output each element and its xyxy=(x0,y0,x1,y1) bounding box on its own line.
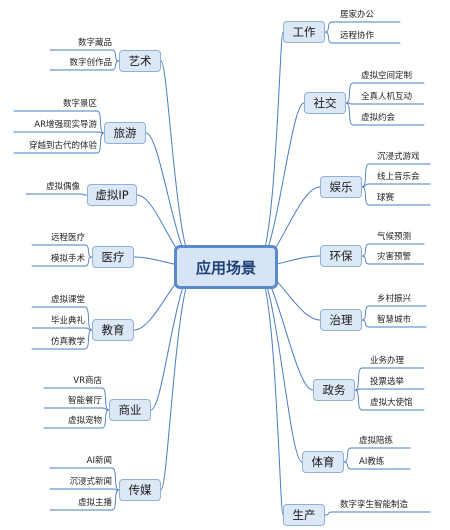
leaf-item-media: 虚拟主播 xyxy=(77,498,112,508)
connector-line xyxy=(343,461,411,470)
leaf-item-environment: 灾害预警 xyxy=(377,252,412,262)
connector-line xyxy=(49,488,120,491)
connector-line xyxy=(354,389,425,411)
connector-line xyxy=(31,306,93,331)
connector-line xyxy=(361,255,425,265)
connector-line xyxy=(255,102,305,268)
branch-node-commerce: 商业 xyxy=(109,399,151,421)
connector-line xyxy=(361,163,431,188)
leaf-item-media: 沉浸式新闻 xyxy=(69,477,112,487)
leaf-item-work: 居家办公 xyxy=(340,10,375,20)
connector-line xyxy=(255,266,303,463)
connector-line xyxy=(13,131,105,134)
branch-node-work: 工作 xyxy=(283,21,325,43)
leaf-item-tourism: AR增强现实导游 xyxy=(34,120,97,130)
leaf-item-commerce: 虚拟宠物 xyxy=(67,416,102,426)
connector-line xyxy=(324,511,431,516)
connector-line xyxy=(361,305,427,321)
leaf-item-sports: 虚拟陪练 xyxy=(359,436,394,446)
leaf-item-social: 全真人机互动 xyxy=(361,92,413,102)
connector-line xyxy=(31,327,93,331)
leaf-item-social: 虚拟空间定制 xyxy=(361,71,413,81)
connector-line xyxy=(255,266,284,516)
connector-line xyxy=(354,388,425,391)
connector-line xyxy=(324,21,401,33)
connector-line xyxy=(31,256,93,267)
connector-line xyxy=(43,407,110,411)
branch-node-medical: 医疗 xyxy=(92,246,134,268)
leaf-item-virtual-ip: 虚拟偶像 xyxy=(45,182,80,192)
leaf-item-tourism: 数字景区 xyxy=(62,99,97,109)
leaf-item-entertainment: 球赛 xyxy=(377,193,395,203)
leaf-item-government: 虚拟大使馆 xyxy=(370,398,413,408)
connector-line xyxy=(361,183,431,188)
connector-line xyxy=(361,186,431,206)
connector-line xyxy=(43,409,110,429)
branch-node-media: 传媒 xyxy=(119,479,161,501)
connector-line xyxy=(13,132,105,154)
leaf-item-medical: 远程医疗 xyxy=(50,233,85,243)
leaf-item-social: 虚拟约会 xyxy=(361,113,396,123)
connector-line xyxy=(345,102,425,105)
leaf-item-education: 虚拟课堂 xyxy=(50,295,85,305)
connector-line xyxy=(255,31,284,268)
leaf-item-medical: 模拟手术 xyxy=(50,254,85,264)
connector-line xyxy=(31,244,93,258)
center-node: 应用场景 xyxy=(174,245,278,289)
connector-line xyxy=(361,319,427,328)
leaf-item-governance: 乡村振兴 xyxy=(377,294,412,304)
leaf-item-commerce: 智能餐厅 xyxy=(67,396,102,406)
branch-node-governance: 治理 xyxy=(320,309,362,331)
branch-node-art: 艺术 xyxy=(119,50,161,72)
branch-node-entertainment: 娱乐 xyxy=(320,176,362,198)
leaf-item-education: 毕业典礼 xyxy=(50,316,85,326)
connector-line xyxy=(361,243,425,257)
leaf-item-media: AI新闻 xyxy=(86,456,112,466)
branch-node-education: 教育 xyxy=(92,319,134,341)
leaf-item-production: 数字孪生智能制造 xyxy=(340,500,409,510)
leaf-item-government: 业务办理 xyxy=(370,356,405,366)
leaf-item-art: 数字藏品 xyxy=(77,38,112,48)
leaf-item-tourism: 穿越到古代的体验 xyxy=(28,141,97,151)
leaf-item-education: 仿真教学 xyxy=(50,337,85,347)
leaf-item-entertainment: 沉浸式游戏 xyxy=(377,152,420,162)
connector-line xyxy=(49,49,120,62)
connector-line xyxy=(324,31,401,44)
leaf-item-governance: 智慧城市 xyxy=(377,315,412,325)
branch-node-social: 社交 xyxy=(304,92,346,114)
connector-line xyxy=(31,329,93,350)
connector-line xyxy=(345,82,425,104)
connector-line xyxy=(160,266,197,491)
branch-node-environment: 环保 xyxy=(320,245,362,267)
leaf-item-entertainment: 线上音乐会 xyxy=(377,172,420,182)
connector-line xyxy=(13,110,105,134)
connector-line xyxy=(25,193,88,196)
leaf-item-art: 数字创作品 xyxy=(69,58,112,68)
branch-node-production: 生产 xyxy=(283,504,325,526)
leaf-item-work: 远程协作 xyxy=(340,31,375,41)
leaf-item-environment: 气候预测 xyxy=(377,232,412,242)
leaf-item-sports: AI教练 xyxy=(359,457,385,467)
connector-line xyxy=(343,447,411,463)
leaf-item-commerce: VR商店 xyxy=(73,376,102,386)
branch-node-sports: 体育 xyxy=(302,451,344,473)
connector-line xyxy=(354,367,425,391)
connector-line xyxy=(345,102,425,126)
connector-line xyxy=(49,489,120,511)
leaf-item-government: 投票选举 xyxy=(370,377,405,387)
connector-line xyxy=(49,60,120,71)
connector-line xyxy=(49,467,120,491)
branch-node-virtual-ip: 虚拟IP xyxy=(87,184,137,206)
branch-node-tourism: 旅游 xyxy=(104,122,146,144)
connector-line xyxy=(43,387,110,411)
branch-node-government: 政务 xyxy=(313,379,355,401)
